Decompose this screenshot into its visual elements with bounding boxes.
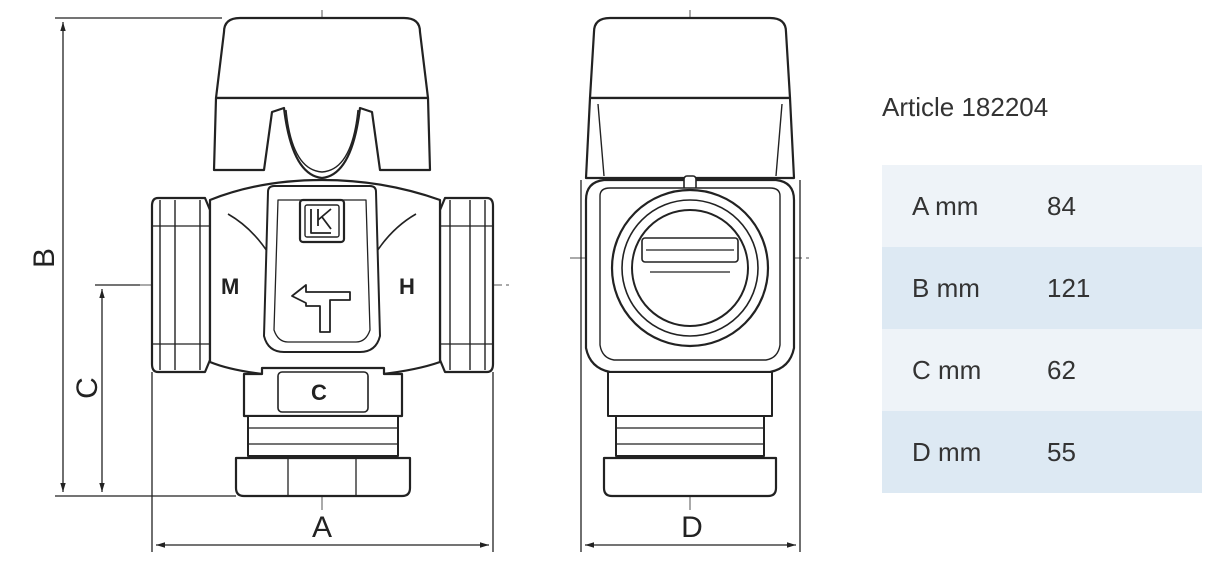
valve-front-view [135,10,510,510]
port-label-cold: C [311,380,327,405]
row-value: 84 [1047,165,1202,247]
table-row: D mm 55 [882,411,1202,493]
row-label: B mm [882,247,1047,329]
dimension-label-a: A [312,511,332,544]
table-row: A mm 84 [882,165,1202,247]
dimension-label-d: D [681,511,703,544]
right-port [438,196,495,374]
article-title: Article 182204 [882,92,1049,122]
dimension-label-c: C [71,377,104,399]
flow-arrow-icon [291,284,351,333]
table-row: C mm 62 [882,329,1202,411]
row-value: 55 [1047,411,1202,493]
valve-cap [214,16,430,100]
dimension-table: A mm 84 B mm 121 C mm 62 D mm 55 [882,165,1202,493]
port-label-mixed: M [221,274,239,299]
row-value: 62 [1047,329,1202,411]
front-dimensions [55,17,494,552]
valve-side-view [570,10,810,510]
row-label: C mm [882,329,1047,411]
side-dimensions [580,180,801,552]
table-row: B mm 121 [882,247,1202,329]
row-label: A mm [882,165,1047,247]
row-label: D mm [882,411,1047,493]
port-label-hot: H [399,274,415,299]
dimension-label-b: B [28,248,61,268]
row-value: 121 [1047,247,1202,329]
left-port [150,196,212,374]
